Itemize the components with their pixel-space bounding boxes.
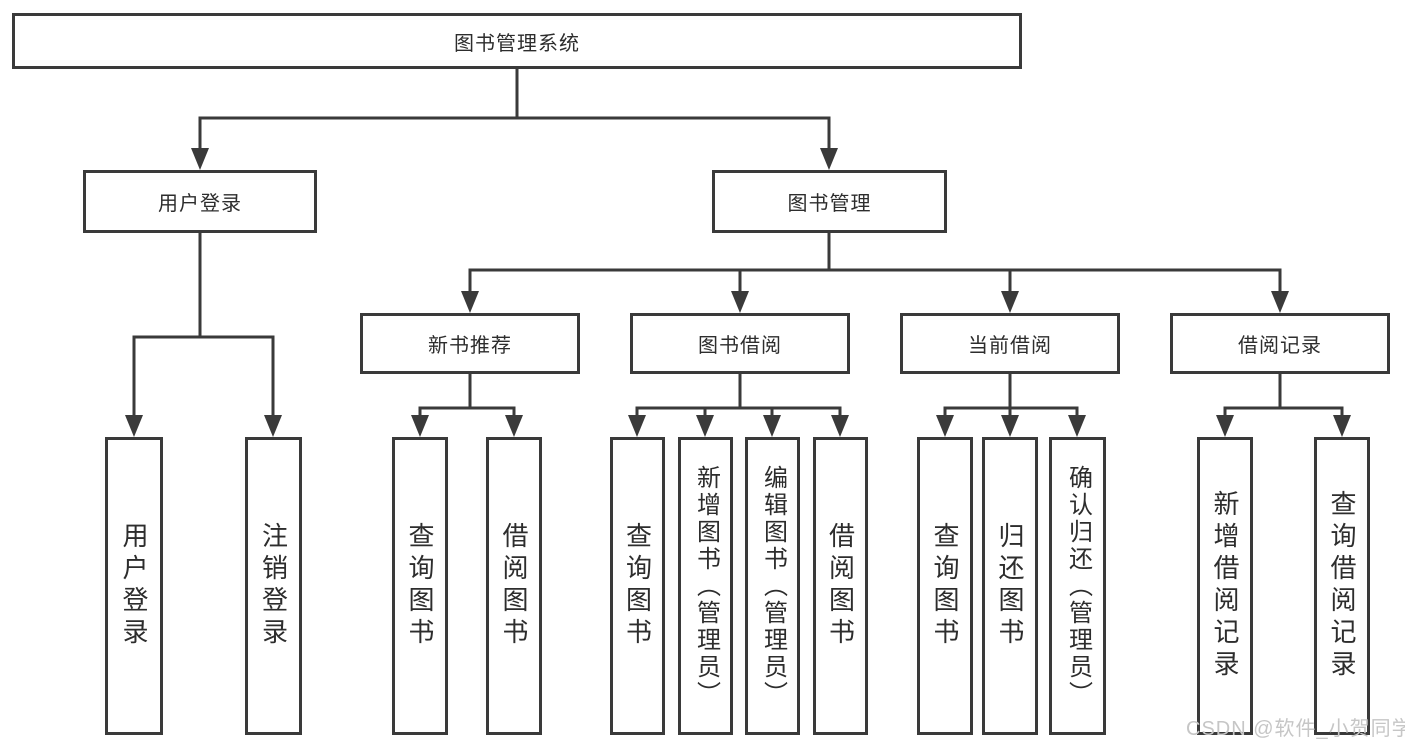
node-user-login: 用户登录 [83, 170, 317, 233]
leaf-borrow-borrow-books-label: 借阅图书 [825, 522, 856, 650]
node-current-borrow: 当前借阅 [900, 313, 1120, 374]
leaf-newbook-borrow-books-label: 借阅图书 [499, 522, 529, 650]
leaf-current-return-books: 归还图书 [982, 437, 1038, 735]
node-borrow-records-label: 借阅记录 [1238, 335, 1322, 357]
leaf-records-query-record-label: 查询借阅记录 [1327, 490, 1357, 682]
node-book-borrow-label: 图书借阅 [698, 335, 782, 357]
node-root-label: 图书管理系统 [454, 32, 580, 55]
node-new-book-recommend: 新书推荐 [360, 313, 580, 374]
node-book-management: 图书管理 [712, 170, 947, 233]
leaf-borrow-edit-books-admin: 编辑图书（管理员） [745, 437, 800, 735]
watermark: CSDN @软件_小贺同学 [1186, 718, 1405, 740]
node-borrow-records: 借阅记录 [1170, 313, 1390, 374]
leaf-user-login: 用户登录 [105, 437, 163, 735]
leaf-current-return-books-label: 归还图书 [995, 522, 1025, 650]
leaf-borrow-add-books-admin-label: 新增图书（管理员） [692, 464, 720, 708]
node-root: 图书管理系统 [12, 13, 1022, 69]
leaf-borrow-edit-books-admin-label: 编辑图书（管理员） [759, 464, 787, 708]
leaf-borrow-borrow-books: 借阅图书 [813, 437, 868, 735]
leaf-borrow-query-books: 查询图书 [610, 437, 665, 735]
leaf-newbook-borrow-books: 借阅图书 [486, 437, 542, 735]
leaf-current-confirm-return-admin-label: 确认归还（管理员） [1064, 464, 1092, 708]
node-user-login-label: 用户登录 [158, 193, 242, 215]
leaf-records-add-record: 新增借阅记录 [1197, 437, 1253, 735]
leaf-logout-label: 注销登录 [258, 522, 289, 650]
node-book-management-label: 图书管理 [787, 193, 872, 215]
leaf-user-login-label: 用户登录 [119, 522, 149, 650]
leaf-borrow-query-books-label: 查询图书 [622, 522, 653, 650]
leaf-borrow-add-books-admin: 新增图书（管理员） [678, 437, 733, 735]
leaf-current-query-books: 查询图书 [917, 437, 973, 735]
node-new-book-recommend-label: 新书推荐 [428, 335, 512, 357]
leaf-newbook-query-books: 查询图书 [392, 437, 448, 735]
leaf-records-query-record: 查询借阅记录 [1314, 437, 1370, 735]
leaf-current-query-books-label: 查询图书 [930, 522, 960, 650]
leaf-current-confirm-return-admin: 确认归还（管理员） [1049, 437, 1106, 735]
leaf-records-add-record-label: 新增借阅记录 [1210, 490, 1240, 682]
leaf-newbook-query-books-label: 查询图书 [405, 522, 435, 650]
node-book-borrow: 图书借阅 [630, 313, 850, 374]
node-current-borrow-label: 当前借阅 [968, 335, 1052, 357]
leaf-logout: 注销登录 [245, 437, 302, 735]
